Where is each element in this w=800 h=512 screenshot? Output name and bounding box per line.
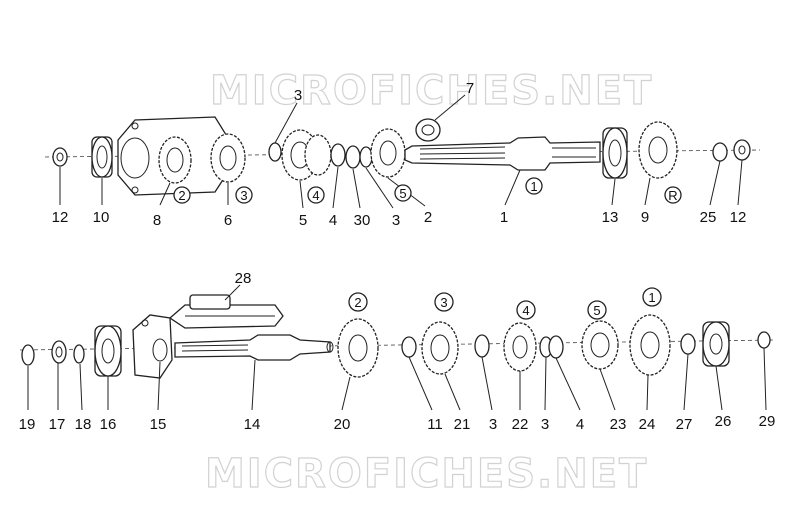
part-washer-17 [51,340,67,364]
bottom-labels-0: 19 [19,416,36,433]
part-washer-4b [548,335,564,359]
top-labels-15: 12 [730,209,747,226]
top-labels-11: 1 [500,209,508,226]
part-main-shaft-1 [404,136,601,171]
top-labels-7: 30 [354,212,371,229]
part-nut-right [733,139,751,161]
part-bearing-16 [94,325,122,377]
top-labels-1: 10 [93,209,110,226]
bottom-labels-12: 3 [541,416,549,433]
bottom-callouts: 19 17 18 16 15 14 28 20 11 21 3 22 3 4 2… [19,270,776,433]
watermark-top: MICROFICHES.NET [209,67,654,114]
part-layshaft-14 [174,334,334,361]
top-callouts: 12 10 8 6 3 5 4 30 3 2 7 1 13 9 25 12 [52,80,747,229]
part-washer-27 [680,333,696,355]
bottom-leader-lines [27,284,767,411]
part-bearing-13 [602,127,628,179]
part-circlip-19 [21,344,35,366]
bottom-gear_markers-4: 1 [648,290,655,305]
part-washer-11 [401,336,417,358]
part-gear-6 [210,133,246,183]
bottom-labels-16: 27 [676,416,693,433]
bottom-gear_markers-2: 4 [522,303,529,318]
bottom-labels-15: 24 [639,416,656,433]
top-gear_markers-2: 4 [312,188,319,203]
bottom-gear_markers-1: 3 [440,295,447,310]
part-ring-18 [73,344,85,364]
top-labels-14: 25 [700,209,717,226]
top-gear_markers-0: 2 [178,188,185,203]
part-washer-30 [345,145,361,169]
bottom-labels-18: 29 [759,413,776,430]
part-washer-29 [757,331,771,349]
bottom-labels-6: 28 [235,270,252,287]
part-gear-9 [638,121,678,179]
bottom-labels-4: 15 [150,416,167,433]
watermark-bottom: MICROFICHES.NET [204,450,649,497]
bottom-labels-1: 17 [49,416,66,433]
bottom-labels-2: 18 [75,416,92,433]
part-gear-23 [581,320,619,370]
bottom-labels-5: 14 [244,416,261,433]
part-needle-bearing-7 [415,118,441,142]
top-gear_markers-1: 3 [240,188,247,203]
part-washer-4 [330,143,346,167]
top-gear_markers-4: 1 [530,179,537,194]
part-selector-28 [168,294,284,329]
part-bearing-26 [702,321,730,367]
bottom-gear_markers-0: 2 [354,295,361,310]
top-labels-6: 4 [329,212,337,229]
part-gear-21 [421,321,459,375]
part-washer-3b [359,146,373,168]
bottom-labels-3: 16 [100,416,117,433]
bottom-labels-7: 20 [334,416,351,433]
bottom-labels-17: 26 [715,413,732,430]
part-gear-8 [158,136,192,184]
part-gear-22 [503,322,537,372]
top-labels-13: 9 [641,209,649,226]
part-plate-15 [132,314,173,379]
part-gear-4 [304,134,332,176]
top-gear-markers: 2 3 4 5 1 R [173,177,682,204]
top-labels-2: 8 [153,212,161,229]
part-gear-24 [629,314,671,376]
part-washer-25 [712,142,728,162]
bottom-labels-10: 3 [489,416,497,433]
part-bearing-10 [91,136,113,178]
bottom-labels-11: 22 [512,416,529,433]
bottom-gear_markers-3: 5 [593,303,600,318]
top-labels-9: 2 [424,209,432,226]
top-labels-4: 3 [294,87,302,104]
top-labels-10: 7 [466,80,474,97]
top-gear_markers-3: 5 [399,186,406,201]
top-labels-0: 12 [52,209,69,226]
part-washer-3a [268,142,282,162]
part-nut-left [52,147,68,167]
top-labels-5: 5 [299,212,307,229]
bottom-labels-8: 11 [427,416,443,433]
top-gear_markers-5: R [668,188,677,203]
part-washer-3c [474,334,490,358]
part-gear-20 [337,318,379,378]
top-labels-12: 13 [602,209,619,226]
bottom-labels-13: 4 [576,416,584,433]
bottom-labels-9: 21 [454,416,471,433]
top-labels-3: 6 [224,212,232,229]
part-gear-2 [370,128,406,178]
bottom-labels-14: 23 [610,416,627,433]
top-labels-8: 3 [392,212,400,229]
bottom-gear-markers: 2 3 4 5 1 [348,287,662,320]
